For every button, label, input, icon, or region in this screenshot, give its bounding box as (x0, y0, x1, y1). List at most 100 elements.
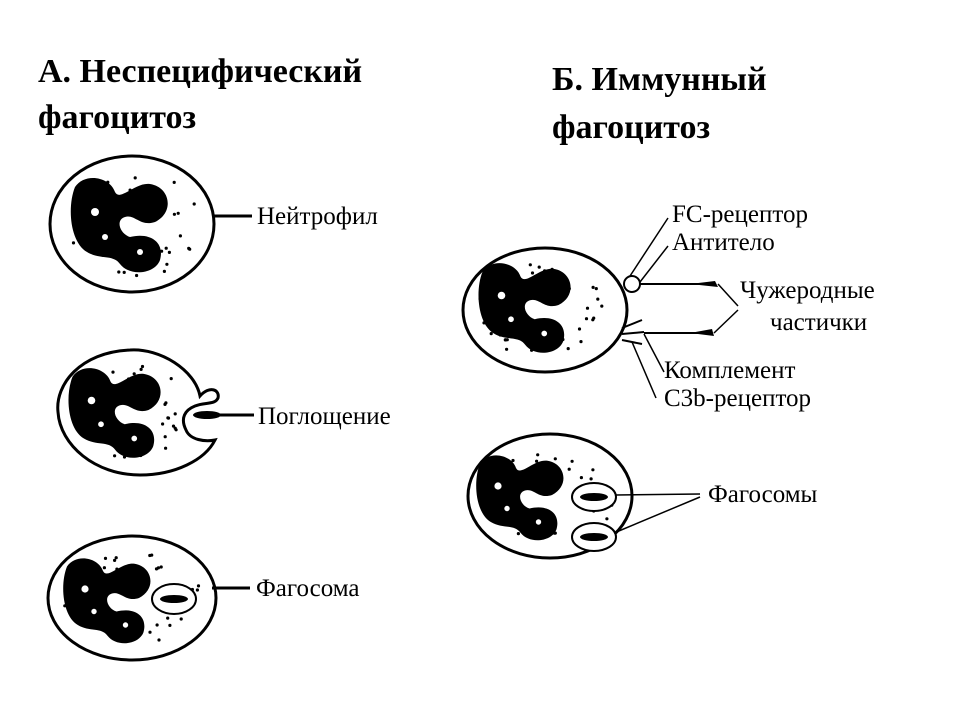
granule-dot (570, 459, 574, 463)
granule-dot (178, 234, 182, 238)
granule-dot (505, 347, 509, 351)
granule-dot (174, 428, 178, 432)
granule-dot (161, 422, 165, 426)
title-b-line1: Б. Иммунный (552, 61, 767, 98)
granule-dot (173, 412, 177, 416)
granule-dot (195, 588, 199, 592)
label-complement: Комплемент (664, 357, 796, 384)
granule-dot (179, 617, 183, 621)
granule-dot (133, 176, 137, 180)
granule-dot (566, 347, 570, 351)
neutrophil-cell (48, 154, 216, 294)
granule-dot (528, 263, 532, 267)
granule-dot (594, 287, 598, 291)
granule-dot (135, 273, 139, 278)
granule-dot (157, 638, 161, 642)
label-c3b-receptor: C3b-рецептор (664, 385, 811, 412)
granule-dot (535, 459, 539, 463)
granule-dot (176, 211, 180, 215)
granule-dot (592, 316, 596, 320)
antibody-shape (690, 281, 718, 287)
granule-dot (511, 458, 515, 463)
granule-dot (584, 317, 589, 321)
c3b-pointer (631, 341, 657, 399)
label-phagosomes: Фагосомы (708, 481, 818, 508)
granule-dot (192, 202, 196, 206)
granule-dot (172, 212, 176, 216)
granule-dot (585, 306, 590, 310)
granule-dot (553, 457, 557, 461)
granule-dot (589, 477, 593, 481)
granule-dot (113, 558, 117, 563)
label-foreign-particles-2: частички (770, 309, 867, 336)
granule-dot (166, 416, 171, 420)
title-a-line2: фагоцитоз (38, 99, 196, 136)
granule-dot (567, 467, 571, 471)
granule-dot (155, 623, 159, 627)
label-neutrophil: Нейтрофил (257, 203, 378, 230)
granule-dot (591, 468, 595, 472)
granule-dot (71, 241, 76, 245)
granule-dot (111, 370, 115, 374)
granule-dot (132, 372, 136, 376)
granule-dot (164, 246, 168, 250)
phagosomes-pointer-2 (613, 496, 701, 534)
granule-dot (591, 285, 595, 289)
granule-dot (113, 454, 117, 458)
complement-particle (690, 329, 714, 336)
granule-dot (579, 340, 583, 344)
granule-dot (162, 269, 166, 273)
granule-dot (489, 332, 493, 336)
label-engulfment: Поглощение (258, 403, 391, 430)
granule-dot (579, 476, 584, 480)
antibody-pointer (639, 245, 669, 283)
granule-dot (504, 338, 508, 342)
granule-dot (163, 435, 167, 439)
granule-dot (148, 630, 152, 634)
granule-dot (156, 566, 160, 570)
complement-pointer (643, 333, 665, 373)
granule-dot (166, 616, 170, 620)
immune-neutrophil-cell (461, 246, 645, 374)
phagosomes-cell (466, 432, 634, 560)
particles-pointer-2 (713, 309, 739, 334)
label-phagosome: Фагосома (256, 575, 359, 602)
granule-dot (600, 304, 604, 308)
granule-dot (164, 446, 168, 450)
granule-dot (148, 553, 152, 558)
label-antibody: Антитело (672, 229, 775, 256)
phagosome-cell (46, 534, 218, 662)
granule-dot (169, 377, 173, 381)
granule-dot (165, 262, 169, 266)
granule-dot (167, 250, 171, 254)
title-b-line2: фагоцитоз (552, 109, 710, 146)
granule-dot (577, 327, 582, 331)
granule-dot (122, 270, 126, 274)
granule-dot (516, 532, 521, 536)
granule-dot (103, 556, 108, 561)
granule-dot (596, 297, 600, 301)
title-a-line1: А. Неспецифический (38, 53, 362, 90)
granule-dot (172, 180, 176, 184)
granule-dot (140, 364, 145, 369)
granule-dot (605, 517, 609, 521)
granule-dot (196, 584, 201, 588)
granule-dot (102, 566, 106, 570)
granule-dot (164, 401, 168, 405)
granule-dot (537, 265, 541, 269)
granule-dot (536, 453, 540, 457)
phagosomes-pointer-1 (615, 493, 701, 496)
granule-dot (530, 271, 535, 275)
granule-dot (117, 270, 121, 274)
label-fc-receptor: FC-рецептор (672, 201, 808, 228)
granule-dot (159, 565, 163, 569)
particles-pointer-1 (717, 283, 739, 307)
granule-dot (188, 247, 192, 251)
fc-receptor-pointer (629, 217, 669, 277)
granule-dot (168, 623, 172, 628)
granule-dot (139, 367, 143, 371)
granule-dot (114, 556, 118, 560)
engulfment-cell (56, 348, 221, 477)
label-foreign-particles-1: Чужеродные (740, 277, 875, 304)
